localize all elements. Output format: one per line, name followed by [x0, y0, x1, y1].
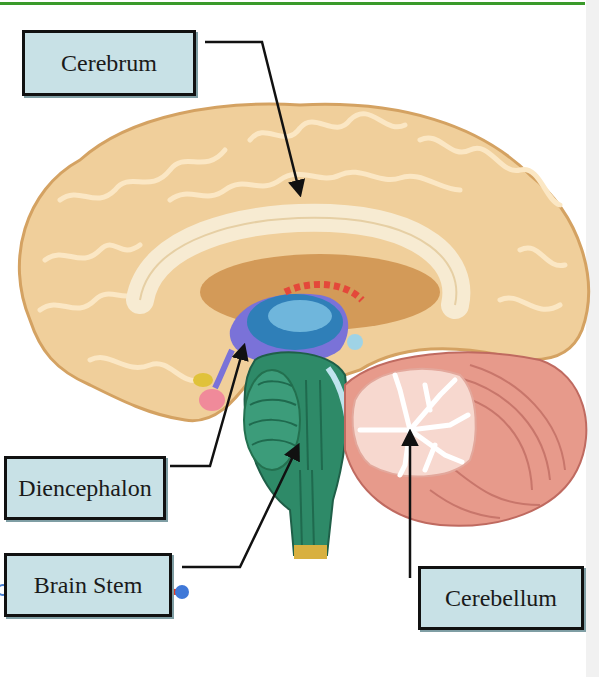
side-strip: [586, 0, 599, 677]
brain-stem-label-box: Brain Stem: [4, 553, 172, 617]
mammillary-body: [193, 373, 213, 387]
leader-line: [182, 446, 298, 567]
corpus-callosum-line: [140, 218, 456, 305]
top-rule: [0, 2, 585, 5]
label-text: Cerebrum: [61, 50, 157, 76]
leader-lines: [170, 42, 410, 578]
cerebrum-label-box: Cerebrum: [22, 30, 196, 96]
thalamus-highlight: [268, 300, 332, 332]
corpus-callosum: [140, 218, 456, 305]
label-text: Brain Stem: [34, 572, 143, 598]
cerebellum-shape: [345, 352, 586, 525]
pituitary: [199, 389, 225, 411]
infundibulum: [215, 350, 232, 388]
cerebellum-label-box: Cerebellum: [418, 566, 584, 630]
leader-line: [409, 432, 412, 578]
gyri: [40, 114, 565, 381]
fornix: [285, 284, 362, 300]
arbor-vitae: [360, 375, 468, 475]
label-text: Diencephalon: [18, 475, 151, 501]
thalamus: [247, 294, 343, 350]
arbor-region: [353, 369, 476, 477]
label-text: Cerebellum: [445, 585, 557, 611]
leader-line: [205, 42, 300, 194]
leader-line: [170, 346, 244, 466]
pineal: [347, 334, 363, 350]
pons: [244, 370, 300, 470]
spinal-cord-cut: [294, 545, 327, 559]
diencephalon-label-box: Diencephalon: [4, 456, 166, 520]
